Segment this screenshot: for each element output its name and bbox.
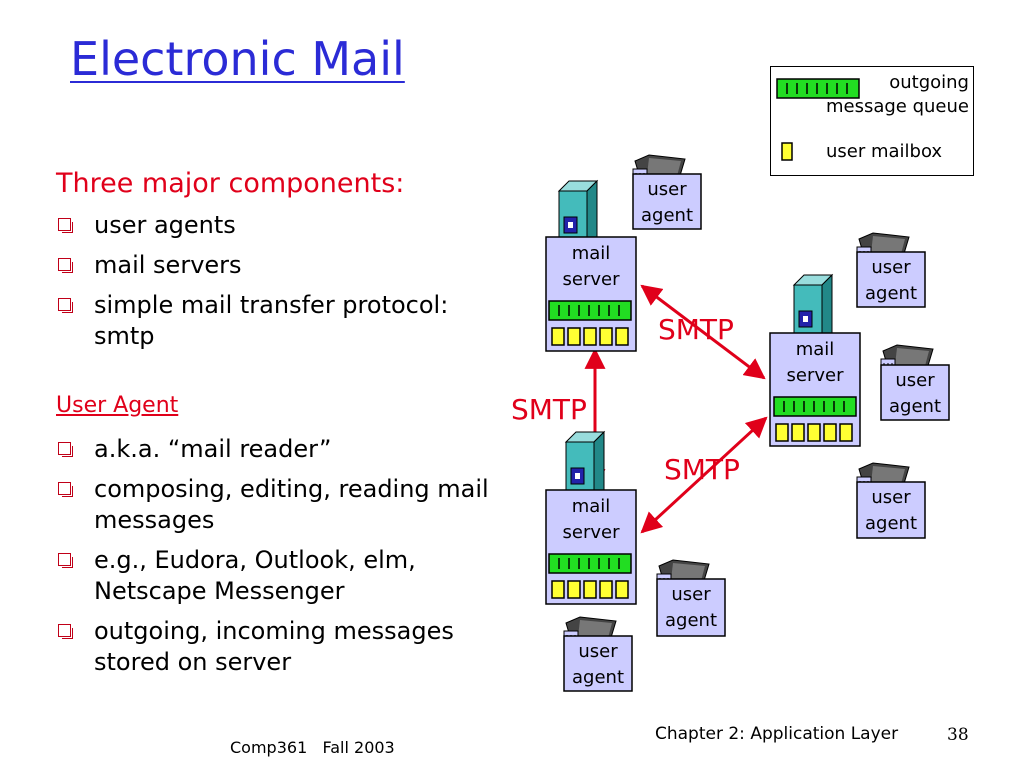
bullet-box-icon: [58, 553, 73, 568]
bullet-box-icon: [58, 298, 73, 313]
list-item: composing, editing, reading mail message…: [56, 474, 526, 536]
list-item: user agents: [56, 210, 516, 241]
list-item: a.k.a. “mail reader”: [56, 434, 526, 465]
footer-page-number: 38: [947, 725, 969, 745]
outgoing-queue-icon: [548, 300, 632, 321]
bullet-box-icon: [58, 218, 73, 233]
user-agent-label: user: [895, 370, 935, 391]
outgoing-queue-icon: [548, 553, 632, 574]
bullet-box-icon: [58, 442, 73, 457]
bullet-box-icon: [58, 258, 73, 273]
bullet-box-icon: [58, 482, 73, 497]
smtp-label-bottom: SMTP: [664, 453, 740, 486]
footer-chapter: Chapter 2: Application Layer: [655, 724, 899, 744]
legend-graphics: [776, 78, 860, 161]
smtp-label-left: SMTP: [511, 393, 587, 426]
user-agent-list: a.k.a. “mail reader” composing, editing,…: [56, 434, 526, 687]
bullet-box-icon: [58, 624, 73, 639]
mailbox-icon: [781, 142, 793, 161]
user-agent-label: user: [647, 179, 687, 200]
mail-server-label: mail: [572, 496, 611, 517]
mailbox-icon: [775, 423, 853, 442]
user-agent-label: user: [671, 584, 711, 605]
footer-course: Comp361 Fall 2003: [230, 738, 395, 757]
mail-server-label: mail: [572, 243, 611, 264]
smtp-arrow-top: [640, 284, 766, 380]
smtp-label-top: SMTP: [658, 313, 734, 346]
user-agent-label: user: [871, 487, 911, 508]
user-agent-label: user: [578, 641, 618, 662]
mailbox-icon: [551, 580, 629, 599]
list-item: simple mail transfer protocol: smtp: [56, 290, 516, 352]
outgoing-queue-icon: [773, 396, 857, 417]
list-item: outgoing, incoming messages stored on se…: [56, 616, 526, 678]
components-list: user agents mail servers simple mail tra…: [56, 210, 516, 361]
legend-box: outgoing message queue user mailbox: [770, 66, 974, 176]
user-agent-label: user: [871, 257, 911, 278]
mailbox-icon: [551, 327, 629, 346]
list-item: mail servers: [56, 250, 516, 281]
user-agent-subheading: User Agent: [56, 393, 179, 418]
mail-server-label: mail: [796, 339, 835, 360]
outgoing-queue-icon: [776, 78, 860, 99]
components-heading: Three major components:: [56, 168, 405, 199]
legend-mailbox-label: user mailbox: [826, 141, 943, 162]
smtp-arrow-bottom: [640, 416, 768, 534]
slide-title: Electronic Mail: [70, 32, 405, 86]
legend-queue-label: outgoing message queue: [825, 72, 969, 117]
list-item: e.g., Eudora, Outlook, elm, Netscape Mes…: [56, 545, 526, 607]
